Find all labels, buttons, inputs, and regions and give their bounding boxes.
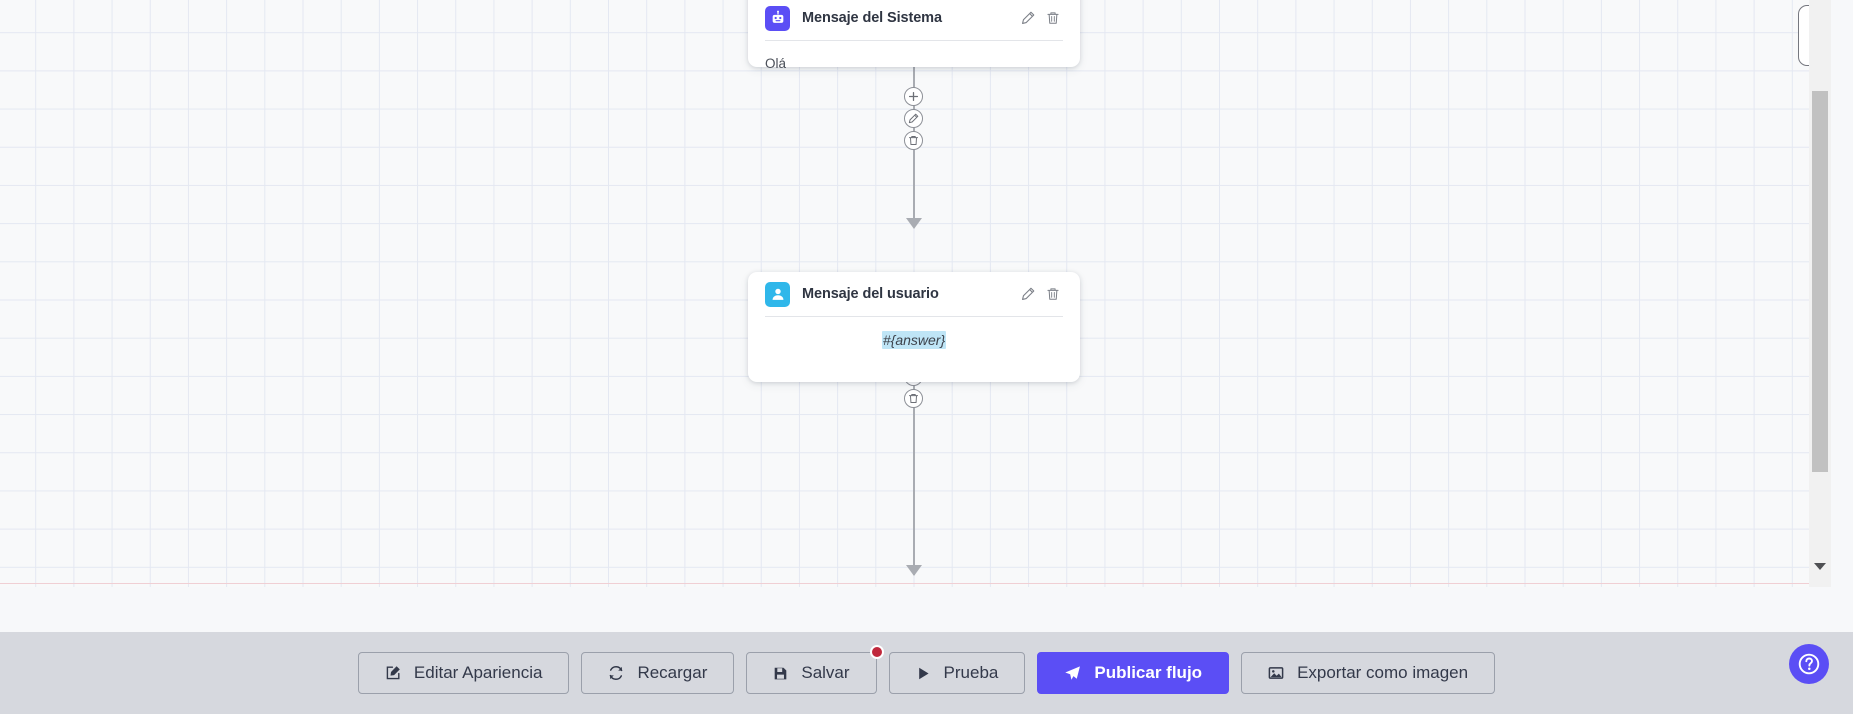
- delete-connection-button[interactable]: [904, 389, 923, 408]
- export-image-button[interactable]: Exportar como imagen: [1241, 652, 1496, 694]
- edit-connection-button[interactable]: [904, 109, 923, 128]
- user-icon: [765, 281, 790, 307]
- node-card-user-message[interactable]: Mensaje del usuario #{answer}: [748, 272, 1080, 382]
- scrollbar-thumb[interactable]: [1812, 91, 1828, 472]
- send-icon: [1064, 665, 1081, 682]
- pencil-icon[interactable]: [1018, 9, 1037, 28]
- unsaved-changes-badge: [869, 645, 884, 659]
- add-node-button[interactable]: [904, 87, 923, 106]
- edit-appearance-button[interactable]: Editar Apariencia: [357, 652, 570, 694]
- question-circle-icon: [1796, 651, 1822, 677]
- canvas-boundary-line: [0, 583, 1831, 584]
- reload-button[interactable]: Recargar: [581, 652, 735, 694]
- node-header: Mensaje del usuario: [748, 272, 1080, 316]
- node-body: #{answer}: [748, 317, 1080, 366]
- node-card-system-message[interactable]: Mensaje del Sistema Olá: [748, 0, 1080, 71]
- button-label: Editar Apariencia: [413, 663, 543, 682]
- node-title: Mensaje del usuario: [802, 286, 939, 302]
- flow-canvas[interactable]: Mensaje del Sistema Olá: [0, 0, 1831, 587]
- publish-flow-button[interactable]: Publicar flujo: [1037, 652, 1230, 694]
- node-divider: [765, 40, 1063, 41]
- vertical-scrollbar[interactable]: [1809, 0, 1831, 587]
- test-button[interactable]: Prueba: [888, 652, 1026, 694]
- connector-line-2: [913, 325, 915, 575]
- save-button[interactable]: Salvar: [746, 645, 884, 694]
- caret-down-icon[interactable]: [1814, 563, 1826, 570]
- play-icon: [916, 666, 931, 681]
- refresh-icon: [608, 665, 624, 681]
- robot-icon: [765, 5, 790, 31]
- connector-controls-1: [904, 87, 923, 153]
- delete-connection-button[interactable]: [904, 131, 923, 150]
- button-label: Publicar flujo: [1094, 663, 1203, 682]
- node-title: Mensaje del Sistema: [802, 10, 942, 26]
- image-icon: [1268, 665, 1284, 681]
- button-label: Prueba: [943, 663, 999, 682]
- variable-token: #{answer}: [881, 331, 947, 349]
- trash-icon[interactable]: [1043, 285, 1062, 304]
- trash-icon[interactable]: [1043, 9, 1062, 28]
- node-body-text: Olá: [765, 56, 787, 71]
- node-actions: [1018, 285, 1062, 304]
- save-icon: [773, 666, 788, 681]
- bottom-toolbar: Editar Apariencia Recargar Salvar Prueba: [0, 632, 1853, 714]
- connector-arrow-2: [906, 565, 922, 576]
- pencil-icon[interactable]: [1018, 285, 1037, 304]
- node-divider: [765, 316, 1063, 317]
- pencil-square-icon: [385, 665, 401, 681]
- connector-arrow-1: [906, 218, 922, 229]
- button-label: Recargar: [637, 663, 708, 682]
- node-header: Mensaje del Sistema: [748, 0, 1080, 40]
- button-label: Exportar como imagen: [1297, 663, 1469, 682]
- button-label: Salvar: [801, 663, 850, 682]
- node-actions: [1018, 9, 1062, 28]
- help-button[interactable]: [1789, 644, 1829, 684]
